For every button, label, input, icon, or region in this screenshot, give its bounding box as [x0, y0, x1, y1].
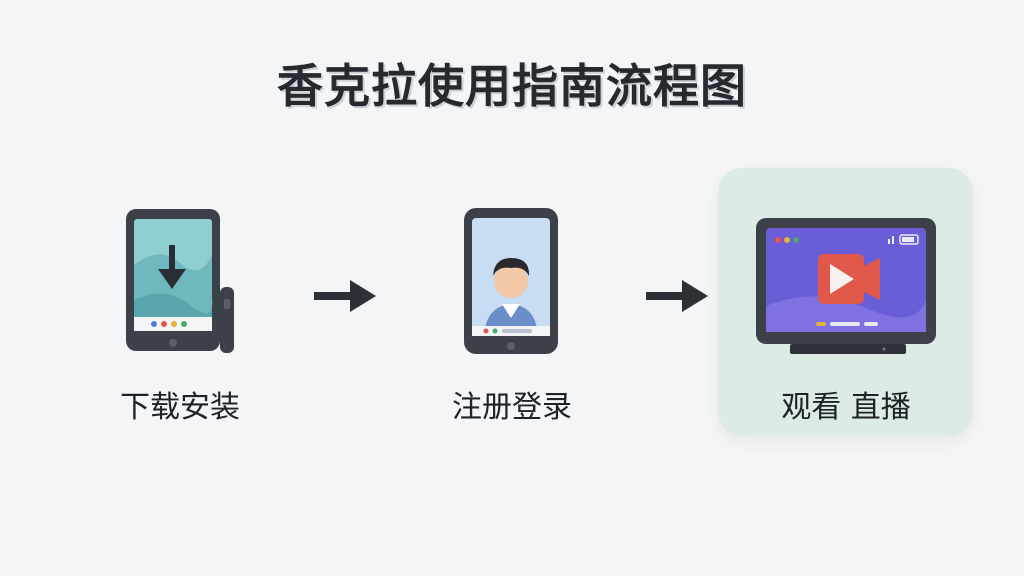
arrow-right-icon	[314, 280, 376, 312]
step-label-register: 注册登录	[452, 390, 572, 425]
tv-play-icon	[756, 218, 936, 354]
phone-profile-icon	[464, 208, 558, 354]
step-label-watch-live: 观看 直播	[781, 390, 911, 425]
step-label-download: 下载安装	[120, 390, 240, 425]
page-title: 香克拉使用指南流程图	[277, 59, 747, 113]
arrow-right-icon	[646, 280, 708, 312]
phone-download-icon	[126, 209, 234, 353]
